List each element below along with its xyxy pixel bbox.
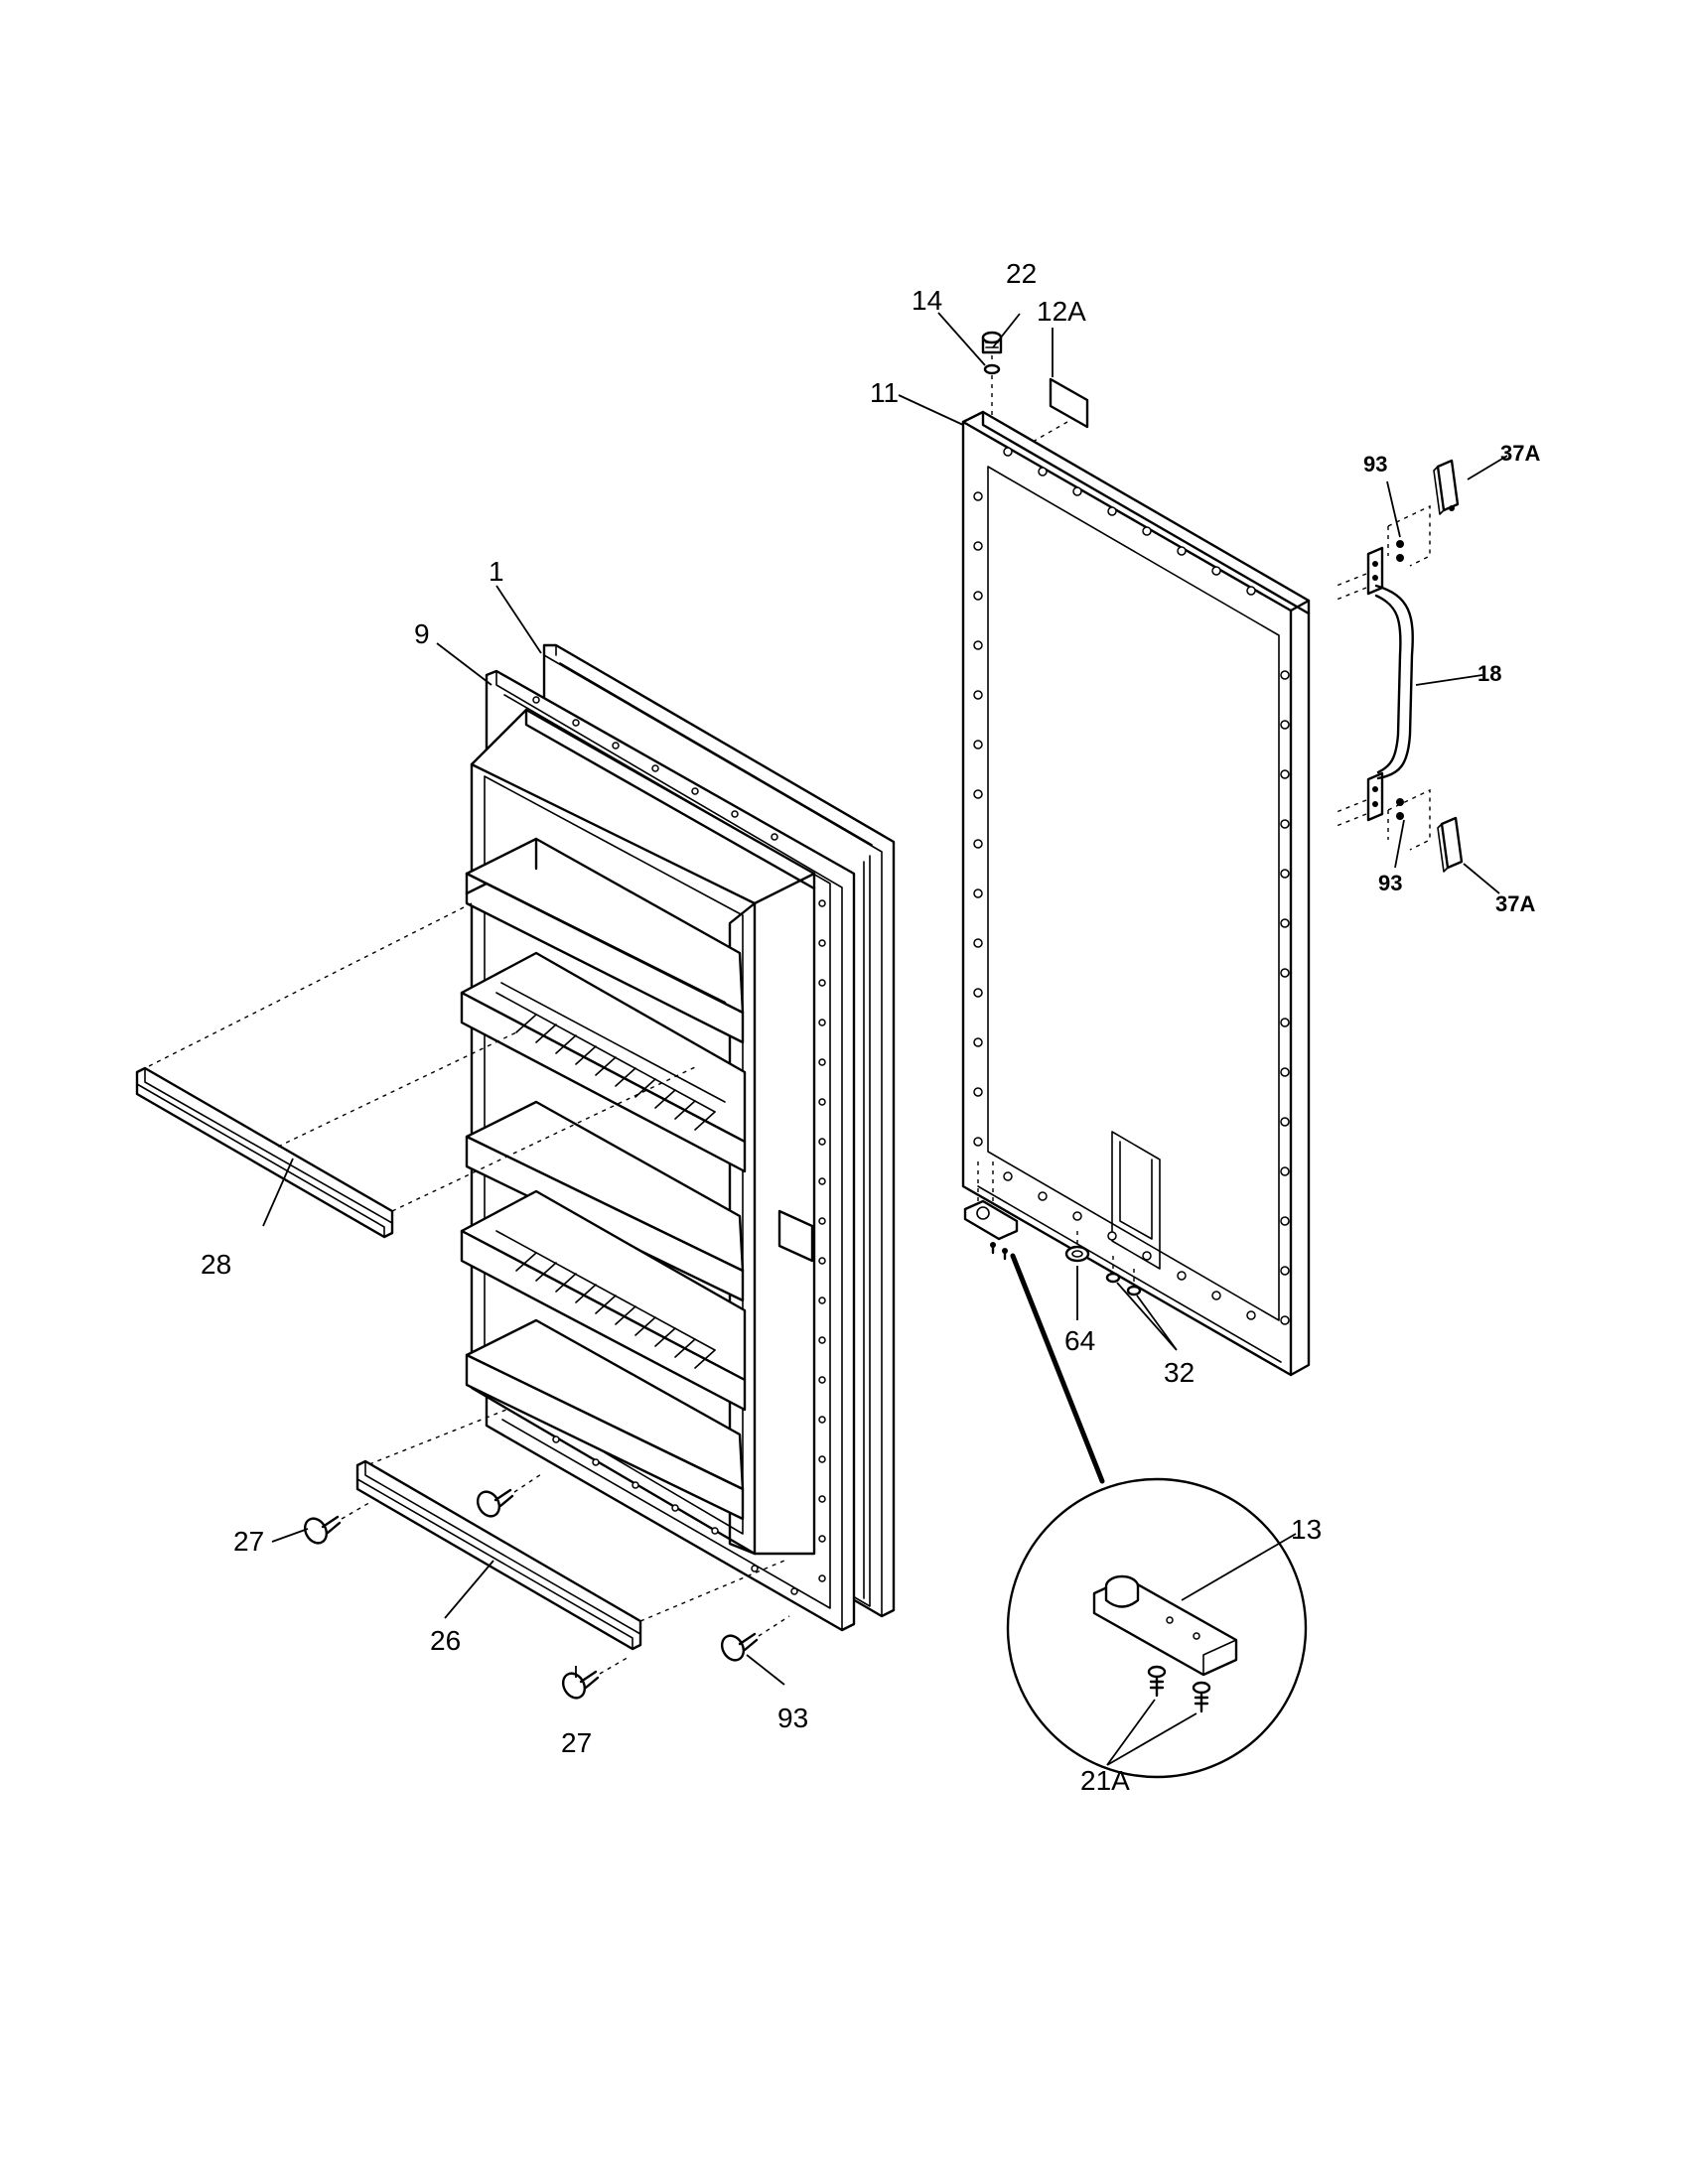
push-pin-93-lower	[720, 1632, 759, 1662]
handle-end-cap-upper	[1433, 459, 1460, 515]
upper-shelf-rail	[135, 1066, 394, 1239]
callout-14: 14	[912, 285, 942, 316]
hinge-detail-view	[1006, 1477, 1308, 1779]
handle-screws-upper	[1396, 540, 1404, 562]
hinge-screw-detail-left	[1147, 1665, 1167, 1698]
bottom-hinge-small	[963, 1199, 1019, 1261]
callout-27-lower: 27	[561, 1727, 592, 1758]
callout-21A: 21A	[1080, 1765, 1130, 1796]
callout-12A: 12A	[1037, 296, 1086, 327]
handle-screws-lower	[1396, 798, 1404, 820]
detail-leader	[1010, 1253, 1105, 1484]
door-liner-assembly	[460, 643, 896, 1632]
door-shelf-5	[465, 1318, 745, 1521]
door-shelf-4	[460, 1189, 747, 1412]
hinge-washer	[983, 363, 1001, 375]
lower-shelf-rail	[355, 1459, 642, 1651]
leader-lines	[262, 312, 1508, 1766]
gasket-screw-holes	[532, 696, 826, 1595]
grommet	[1064, 1245, 1090, 1263]
callout-18: 18	[1477, 661, 1501, 686]
bottom-screws	[1105, 1272, 1142, 1297]
push-pin-27-upper	[303, 1515, 342, 1545]
push-pin-27-lower	[561, 1670, 600, 1700]
callout-11: 11	[870, 377, 899, 408]
push-pin-rail-mid	[476, 1488, 514, 1518]
callout-27-upper: 27	[233, 1526, 264, 1557]
door-handle	[1366, 546, 1414, 822]
callout-1: 1	[489, 556, 504, 587]
door-shelf-2	[460, 951, 747, 1173]
callout-37A-lower: 37A	[1495, 891, 1535, 916]
door-shelf-1	[465, 837, 745, 1044]
callout-28: 28	[201, 1249, 231, 1280]
door-outer-shell	[961, 410, 1311, 1377]
hinge-screw-detail-right	[1192, 1681, 1211, 1713]
callout-93-handle-lower: 93	[1378, 871, 1402, 895]
callout-13: 13	[1291, 1514, 1322, 1545]
callout-22: 22	[1006, 258, 1037, 289]
door-shelf-3	[465, 1100, 745, 1302]
label-plate	[1049, 377, 1089, 429]
callout-32: 32	[1164, 1357, 1195, 1388]
handle-end-cap-lower	[1437, 816, 1464, 873]
callout-64: 64	[1064, 1325, 1095, 1356]
callout-26: 26	[430, 1625, 461, 1656]
callout-37A-upper: 37A	[1500, 441, 1540, 466]
hinge-plug	[981, 331, 1003, 354]
callout-93-upper: 93	[1363, 452, 1387, 477]
outer-panel-screw-holes	[973, 447, 1290, 1325]
callout-93-lower: 93	[777, 1703, 808, 1733]
callout-9: 9	[414, 618, 430, 649]
shelf-grill-ribs	[515, 1014, 716, 1369]
